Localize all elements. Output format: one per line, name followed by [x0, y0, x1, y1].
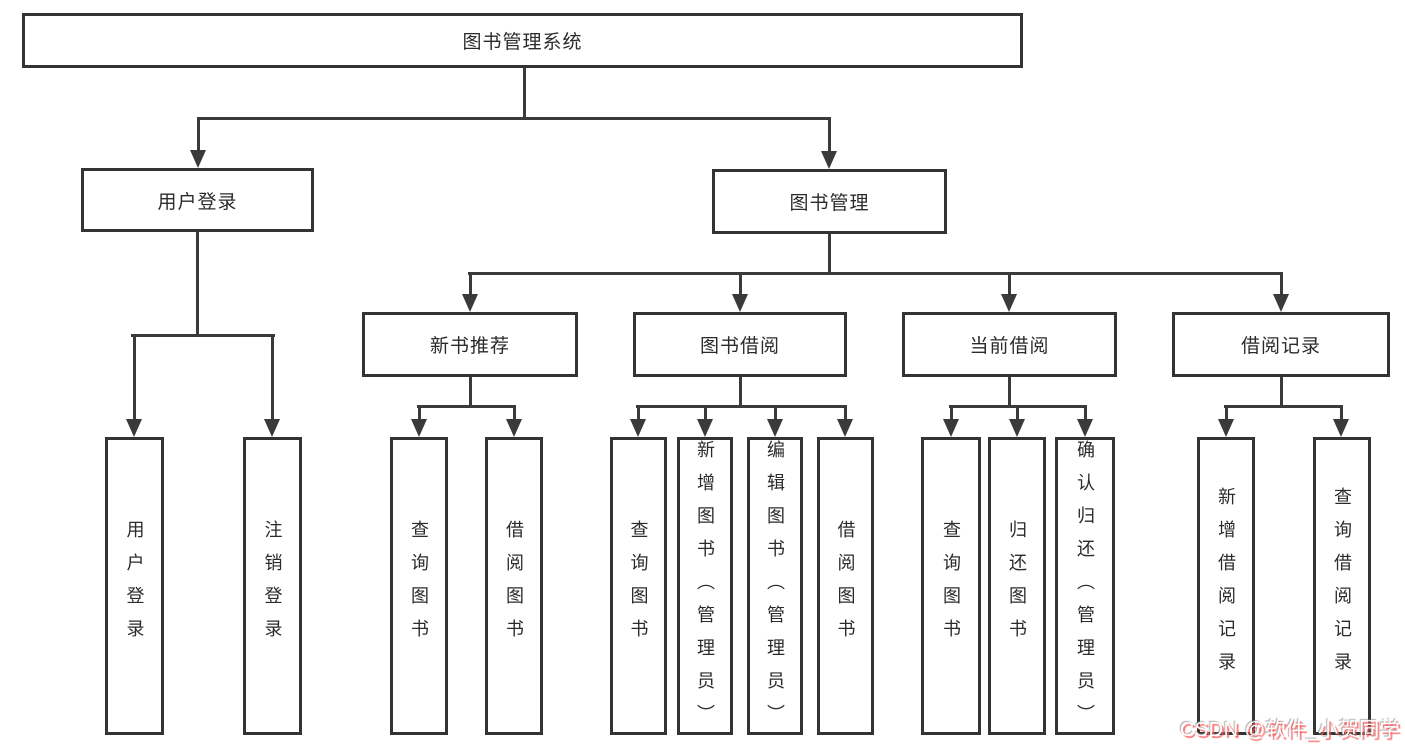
node-label: 借阅记录	[1240, 336, 1321, 357]
connector-line	[522, 68, 526, 120]
connector-line	[738, 272, 742, 296]
leaf-query-book-1: 查询图书	[390, 437, 448, 735]
connector-line	[468, 272, 472, 296]
leaf-label: 新增借阅记录	[1216, 487, 1236, 685]
connector-line	[843, 405, 847, 421]
leaf-label: 用户登录	[124, 520, 145, 652]
connector-line	[417, 405, 516, 408]
node-user-login: 用户登录	[81, 168, 314, 232]
leaf-add-book-admin: 新增图书（管理员）	[677, 437, 733, 737]
connector-line	[827, 234, 831, 275]
connector-line	[703, 405, 707, 421]
connector-line	[1007, 272, 1011, 296]
arrow-down-icon	[837, 419, 853, 437]
connector-line	[132, 334, 136, 421]
leaf-label: 注销登录	[262, 520, 283, 652]
arrow-down-icon	[1273, 294, 1289, 312]
connector-line	[417, 405, 421, 421]
node-label: 图书管理	[789, 193, 870, 214]
connector-line	[1007, 377, 1011, 408]
csdn-watermark: CSDN @软件_小贺同学	[1179, 719, 1400, 741]
leaf-label: 归还图书	[1007, 520, 1027, 652]
connector-line	[196, 117, 200, 152]
leaf-label: 确认归还（管理员）	[1075, 440, 1095, 737]
node-book-management: 图书管理	[712, 169, 947, 234]
node-borrow-record: 借阅记录	[1172, 312, 1390, 377]
arrow-down-icon	[126, 419, 142, 437]
node-label: 当前借阅	[969, 336, 1050, 357]
leaf-confirm-return-admin: 确认归还（管理员）	[1055, 437, 1115, 737]
node-book-borrow: 图书借阅	[633, 312, 847, 377]
connector-line	[773, 405, 777, 421]
leaf-add-borrow-record: 新增借阅记录	[1197, 437, 1255, 735]
arrow-down-icon	[190, 150, 206, 168]
connector-line	[1083, 405, 1087, 421]
connector-line	[195, 231, 199, 337]
leaf-label: 借阅图书	[835, 520, 856, 652]
arrow-down-icon	[767, 419, 783, 437]
connector-line	[1015, 405, 1019, 421]
connector-line	[738, 377, 742, 408]
leaf-logout: 注销登录	[243, 437, 302, 735]
connector-line	[949, 405, 953, 421]
node-label: 图书借阅	[699, 336, 780, 357]
arrow-down-icon	[462, 294, 478, 312]
connector-line	[468, 377, 472, 408]
leaf-edit-book-admin: 编辑图书（管理员）	[747, 437, 803, 737]
arrow-down-icon	[630, 419, 646, 437]
connector-line	[512, 405, 516, 421]
arrow-down-icon	[506, 419, 522, 437]
leaf-borrow-book-1: 借阅图书	[485, 437, 543, 735]
arrow-down-icon	[1009, 419, 1025, 437]
node-label: 用户登录	[157, 191, 238, 213]
arrow-down-icon	[697, 419, 713, 437]
leaf-user-login: 用户登录	[105, 437, 164, 735]
leaf-return-book: 归还图书	[988, 437, 1046, 735]
connector-line	[131, 334, 275, 337]
leaf-label: 编辑图书（管理员）	[765, 440, 785, 737]
connector-line	[1279, 272, 1283, 296]
leaf-query-borrow-record: 查询借阅记录	[1313, 437, 1371, 735]
arrow-down-icon	[1218, 419, 1234, 437]
leaf-label: 查询图书	[941, 520, 961, 652]
leaf-label: 查询图书	[409, 520, 429, 652]
connector-line	[1224, 405, 1228, 421]
arrow-down-icon	[411, 419, 427, 437]
node-current-borrow: 当前借阅	[902, 312, 1117, 377]
arrow-down-icon	[1333, 419, 1349, 437]
leaf-label: 查询图书	[628, 520, 649, 652]
leaf-query-book-3: 查询图书	[921, 437, 981, 735]
connector-line	[636, 405, 640, 421]
leaf-label: 借阅图书	[504, 520, 524, 652]
connector-line	[1224, 405, 1343, 408]
leaf-query-book-2: 查询图书	[610, 437, 667, 735]
connector-line	[1339, 405, 1343, 421]
arrow-down-icon	[264, 419, 280, 437]
leaf-borrow-book-2: 借阅图书	[817, 437, 874, 735]
arrow-down-icon	[943, 419, 959, 437]
leaf-label: 查询借阅记录	[1332, 487, 1352, 685]
connector-line	[827, 117, 831, 153]
node-new-book-recommend: 新书推荐	[362, 312, 578, 377]
connector-line	[636, 405, 847, 408]
arrow-down-icon	[821, 151, 837, 169]
connector-line	[270, 334, 274, 421]
node-library-management-system: 图书管理系统	[22, 13, 1023, 68]
connector-line	[197, 117, 831, 120]
arrow-down-icon	[732, 294, 748, 312]
node-label: 新书推荐	[429, 336, 510, 357]
connector-line	[468, 272, 1283, 275]
arrow-down-icon	[1001, 294, 1017, 312]
connector-line	[1279, 377, 1283, 408]
node-label: 图书管理系统	[462, 32, 583, 53]
leaf-label: 新增图书（管理员）	[695, 440, 715, 737]
arrow-down-icon	[1077, 419, 1093, 437]
